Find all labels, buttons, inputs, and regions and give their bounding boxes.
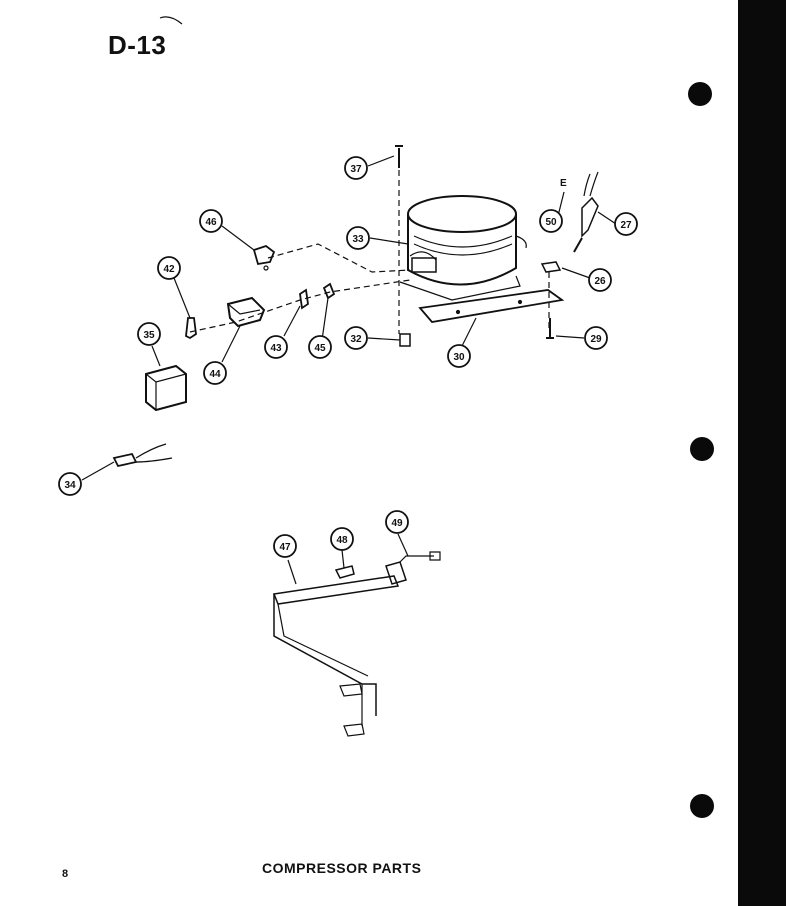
binder-edge: [738, 0, 786, 906]
svg-text:50: 50: [545, 217, 557, 228]
svg-text:29: 29: [590, 334, 602, 345]
svg-text:43: 43: [270, 343, 282, 354]
grommet-32: [399, 333, 411, 347]
clip-26: [540, 261, 562, 273]
screw-29: [546, 318, 554, 339]
bracket-46: [252, 244, 276, 271]
binder-hole-middle: [690, 437, 714, 461]
callout-29: 29: [584, 326, 608, 350]
svg-text:48: 48: [336, 535, 348, 546]
compressor-33: [399, 195, 527, 301]
callout-44: 44: [203, 361, 227, 385]
svg-text:42: 42: [163, 264, 175, 275]
svg-text:35: 35: [143, 330, 155, 341]
page-number: 8: [62, 868, 69, 880]
clip-45: [322, 282, 336, 300]
svg-text:32: 32: [350, 334, 362, 345]
callout-47: 47: [273, 534, 297, 558]
callout-30: 30: [447, 344, 471, 368]
wire-harness-47: [272, 575, 400, 737]
terminal-cover-35: [145, 364, 187, 412]
svg-text:33: 33: [352, 234, 364, 245]
sensor-27: [573, 171, 599, 253]
mounting-rail-30: [418, 289, 565, 323]
svg-text:45: 45: [314, 343, 326, 354]
callout-32: 32: [344, 326, 368, 350]
svg-text:44: 44: [209, 369, 221, 380]
scan-mark: [159, 16, 183, 25]
connector-48: [334, 565, 355, 579]
callout-45: 45: [308, 335, 332, 359]
relay-44: [226, 296, 266, 328]
lead-49: [385, 551, 441, 585]
svg-text:30: 30: [453, 352, 465, 363]
callout-27: 27: [614, 212, 638, 236]
callout-37: 37: [344, 156, 368, 180]
callout-26: 26: [588, 268, 612, 292]
callout-48: 48: [330, 527, 354, 551]
svg-text:26: 26: [594, 276, 606, 287]
svg-text:47: 47: [279, 542, 291, 553]
callout-46: 46: [199, 209, 223, 233]
binder-hole-top: [688, 82, 712, 106]
svg-text:27: 27: [620, 220, 632, 231]
callout-34: 34: [58, 472, 82, 496]
page-id: D-13: [108, 30, 167, 60]
part-marking: E: [560, 178, 567, 189]
callout-50: 50: [539, 209, 563, 233]
spring-43: [299, 288, 309, 310]
bolt-37: [395, 145, 403, 168]
binder-hole-bottom: [690, 794, 714, 818]
svg-text:46: 46: [205, 217, 217, 228]
callout-33: 33: [346, 226, 370, 250]
svg-text:37: 37: [350, 164, 362, 175]
callout-43: 43: [264, 335, 288, 359]
clip-42: [185, 317, 197, 340]
callout-49: 49: [385, 510, 409, 534]
svg-text:49: 49: [391, 518, 403, 529]
power-cord-34: [112, 443, 173, 468]
svg-text:34: 34: [64, 480, 76, 491]
diagram-caption: COMPRESSOR PARTS: [262, 860, 422, 876]
leader-lines: [81, 155, 617, 585]
callout-35: 35: [137, 322, 161, 346]
callout-42: 42: [157, 256, 181, 280]
